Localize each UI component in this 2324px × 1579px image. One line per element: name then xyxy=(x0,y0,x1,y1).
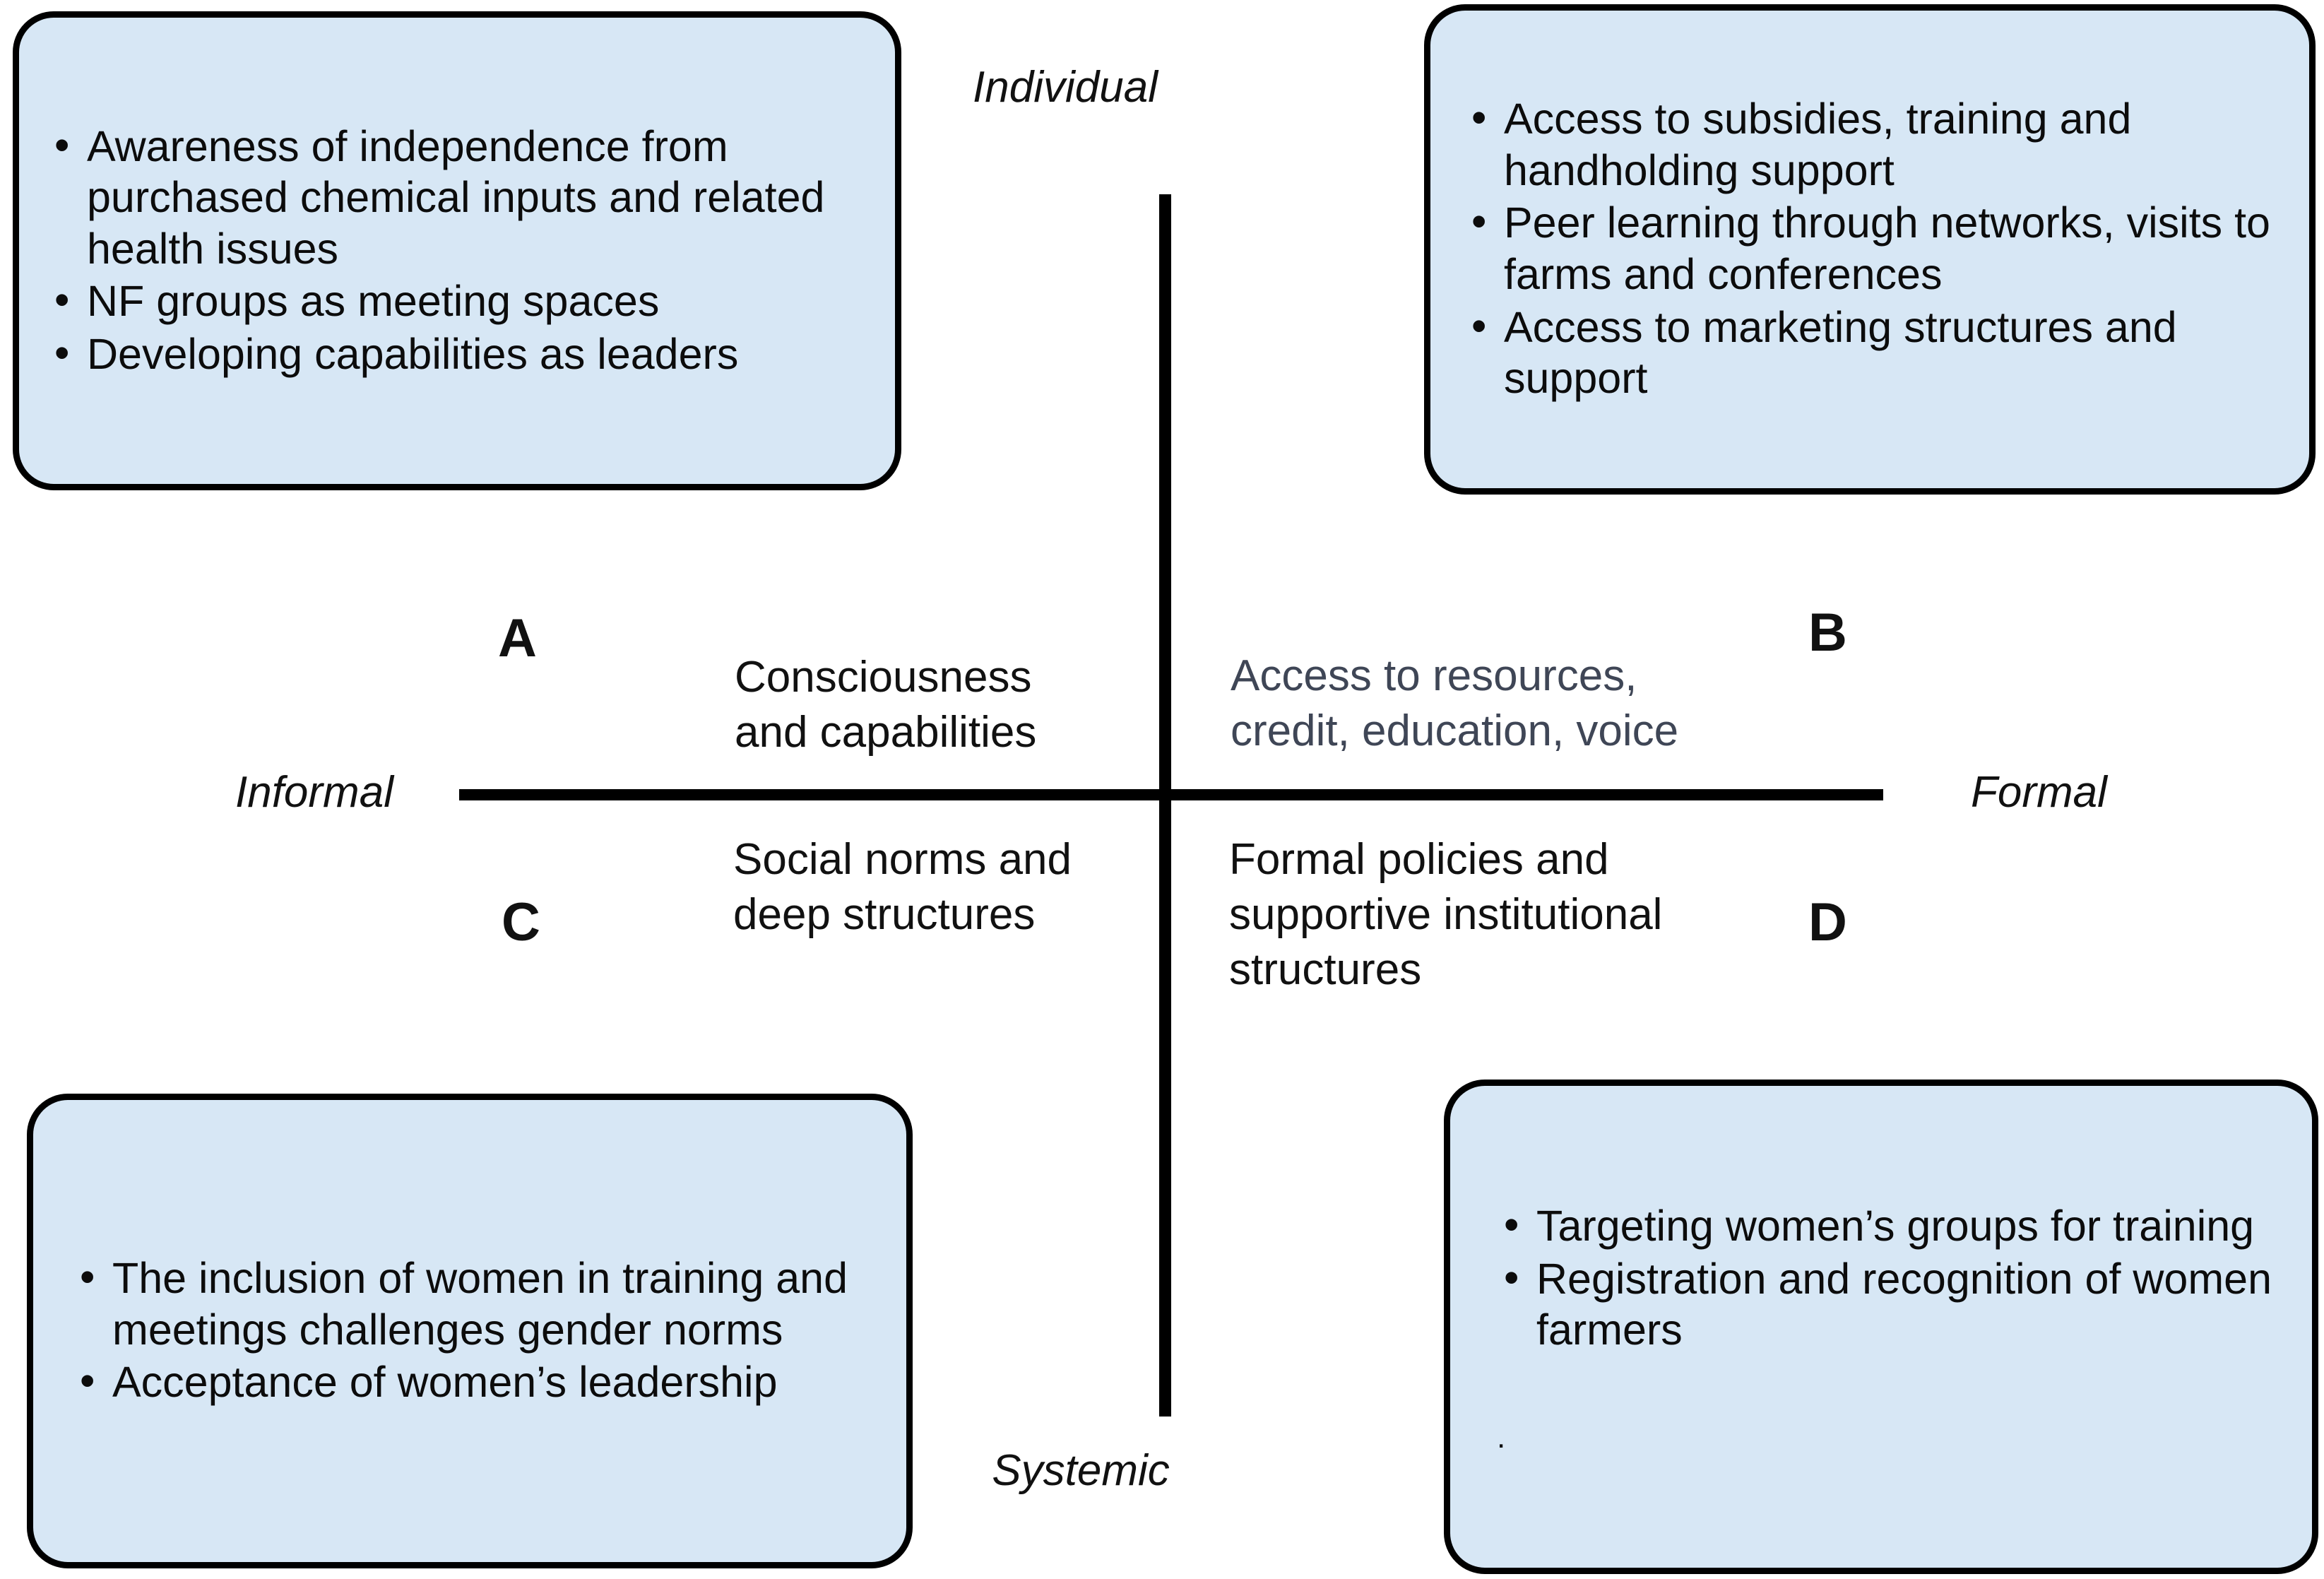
list-item: • Developing capabilities as leaders xyxy=(45,329,871,380)
list-item-text: Access to subsidies, training and handho… xyxy=(1504,95,2132,194)
quadrant-description-d: Formal policies and supportive instituti… xyxy=(1229,835,1663,995)
list-item: • Peer learning through networks, visits … xyxy=(1462,197,2285,300)
list-item: • NF groups as meeting spaces xyxy=(45,276,871,327)
list-item-text: Awareness of independence from purchased… xyxy=(87,122,825,273)
quadrant-description-c: Social norms and deep structures xyxy=(733,835,1072,940)
bullet-icon: • xyxy=(1471,197,1487,246)
quadrant-letter-b: B xyxy=(1808,603,1847,663)
list-item: • Registration and recognition of women f… xyxy=(1494,1253,2288,1356)
callout-box-bottom-left: • The inclusion of women in training and … xyxy=(27,1094,913,1568)
list-item-text: Registration and recognition of women fa… xyxy=(1536,1254,2272,1354)
quadrant-description-b: Access to resources, credit, education, … xyxy=(1231,651,1679,756)
bullet-icon: • xyxy=(80,1253,95,1301)
list-item: • Access to marketing structures and supp… xyxy=(1462,302,2285,404)
bullet-icon: • xyxy=(54,328,70,377)
axis-label-formal: Formal xyxy=(1971,768,2107,817)
trailing-period-mark: . xyxy=(1497,1419,1506,1455)
bullet-icon: • xyxy=(54,120,70,169)
list-item-text: Access to marketing structures and suppo… xyxy=(1504,302,2177,403)
list-item-text: Targeting women’s groups for training xyxy=(1536,1202,2255,1250)
list-item-text: Peer learning through networks, visits t… xyxy=(1504,199,2270,298)
quadrant-letter-d: D xyxy=(1808,892,1847,952)
horizontal-axis-line xyxy=(459,789,1883,800)
quadrant-letter-c: C xyxy=(502,892,540,952)
quadrant-letter-a: A xyxy=(498,608,537,668)
list-item-text: Acceptance of women’s leadership xyxy=(112,1358,778,1407)
list-item-text: Developing capabilities as leaders xyxy=(87,329,739,378)
bullet-icon: • xyxy=(1504,1253,1519,1301)
bullet-list-bottom-left: • The inclusion of women in training and … xyxy=(33,1253,906,1409)
bullet-list-bottom-right: • Targeting women’s groups for training •… xyxy=(1450,1200,2312,1357)
bullet-icon: • xyxy=(80,1356,95,1405)
list-item: • Access to subsidies, training and handh… xyxy=(1462,93,2285,196)
bullet-icon: • xyxy=(1471,93,1487,142)
list-item: • Acceptance of women’s leadership xyxy=(70,1356,882,1408)
callout-box-bottom-right: • Targeting women’s groups for training •… xyxy=(1444,1080,2318,1574)
bullet-list-top-left: • Awareness of independence from purchase… xyxy=(19,121,895,382)
axis-label-informal: Informal xyxy=(235,768,393,817)
list-item-text: NF groups as meeting spaces xyxy=(87,277,660,326)
callout-box-top-right: • Access to subsidies, training and handh… xyxy=(1424,4,2316,495)
bullet-icon: • xyxy=(1504,1200,1519,1249)
bullet-list-top-right: • Access to subsidies, training and handh… xyxy=(1430,93,2309,405)
vertical-axis-line xyxy=(1159,194,1171,1417)
list-item: • Awareness of independence from purchase… xyxy=(45,121,871,275)
list-item-text: The inclusion of women in training and m… xyxy=(112,1254,848,1354)
bullet-icon: • xyxy=(1471,301,1487,350)
list-item: • The inclusion of women in training and … xyxy=(70,1253,882,1355)
quadrant-description-a: Consciousness and capabilities xyxy=(735,653,1037,757)
list-item: • Targeting women’s groups for training xyxy=(1494,1200,2288,1252)
axis-label-individual: Individual xyxy=(973,63,1158,112)
axis-label-systemic: Systemic xyxy=(992,1446,1170,1495)
callout-box-top-left: • Awareness of independence from purchase… xyxy=(13,11,901,490)
bullet-icon: • xyxy=(54,276,70,324)
